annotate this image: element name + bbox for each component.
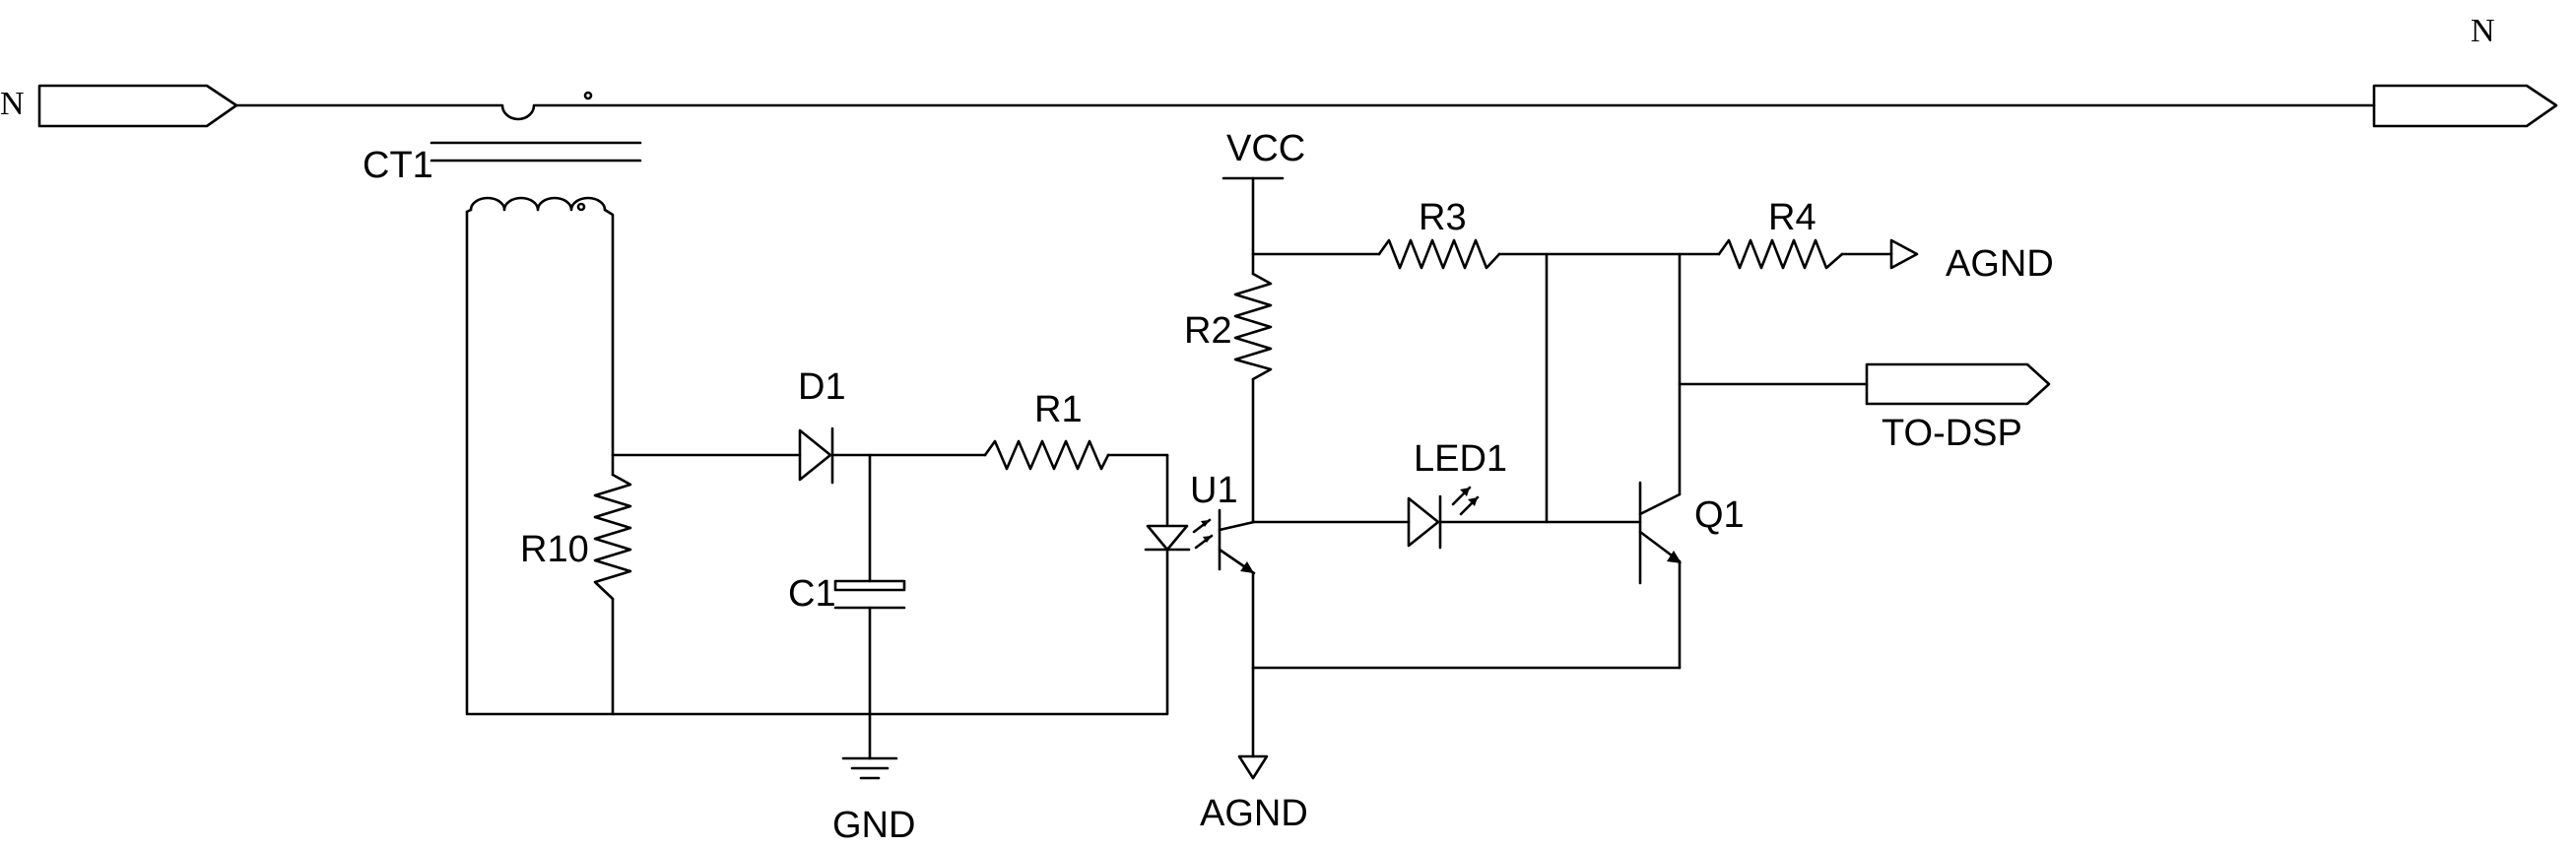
r3-label: R3 [1419, 197, 1467, 238]
vcc-label: VCC [1226, 128, 1305, 169]
resistor-r2 [1235, 274, 1271, 379]
diode-d1 [800, 428, 832, 483]
resistor-r3 [1379, 240, 1499, 268]
vcc-network [1223, 178, 1891, 756]
led1-label: LED1 [1414, 438, 1507, 480]
optocoupler-u1 [1146, 510, 1254, 573]
led-led1 [1409, 488, 1478, 548]
r1-label: R1 [1034, 389, 1083, 430]
r10-label: R10 [520, 529, 589, 570]
u1-label: U1 [1190, 470, 1238, 511]
r4-label: R4 [1768, 197, 1816, 238]
gnd-label: GND [832, 805, 915, 846]
d1-label: D1 [798, 366, 846, 408]
ground-symbol [843, 758, 896, 778]
r2-label: R2 [1184, 310, 1232, 352]
secondary-wiring [467, 210, 1167, 758]
to-dsp-port [1867, 364, 2049, 404]
resistor-r1 [985, 441, 1108, 469]
agnd-symbol-bottom [1239, 756, 1267, 778]
to-dsp-label: TO-DSP [1882, 413, 2022, 454]
n-right-label: N [2471, 13, 2495, 49]
agnd-right-label: AGND [1946, 243, 2054, 285]
ct1-label: CT1 [363, 145, 433, 186]
q1-label: Q1 [1694, 494, 1745, 536]
neutral-line [39, 86, 2556, 126]
agnd-symbol-right [1891, 240, 1917, 268]
agnd-bottom-label: AGND [1200, 793, 1308, 834]
current-transformer-ct1 [431, 143, 640, 212]
c1-label: C1 [788, 573, 836, 615]
resistor-r4 [1719, 240, 1842, 268]
n-left-label: N [0, 86, 25, 122]
capacitor-c1 [835, 581, 904, 608]
transistor-q1 [1640, 483, 1682, 583]
resistor-r10 [595, 475, 630, 599]
